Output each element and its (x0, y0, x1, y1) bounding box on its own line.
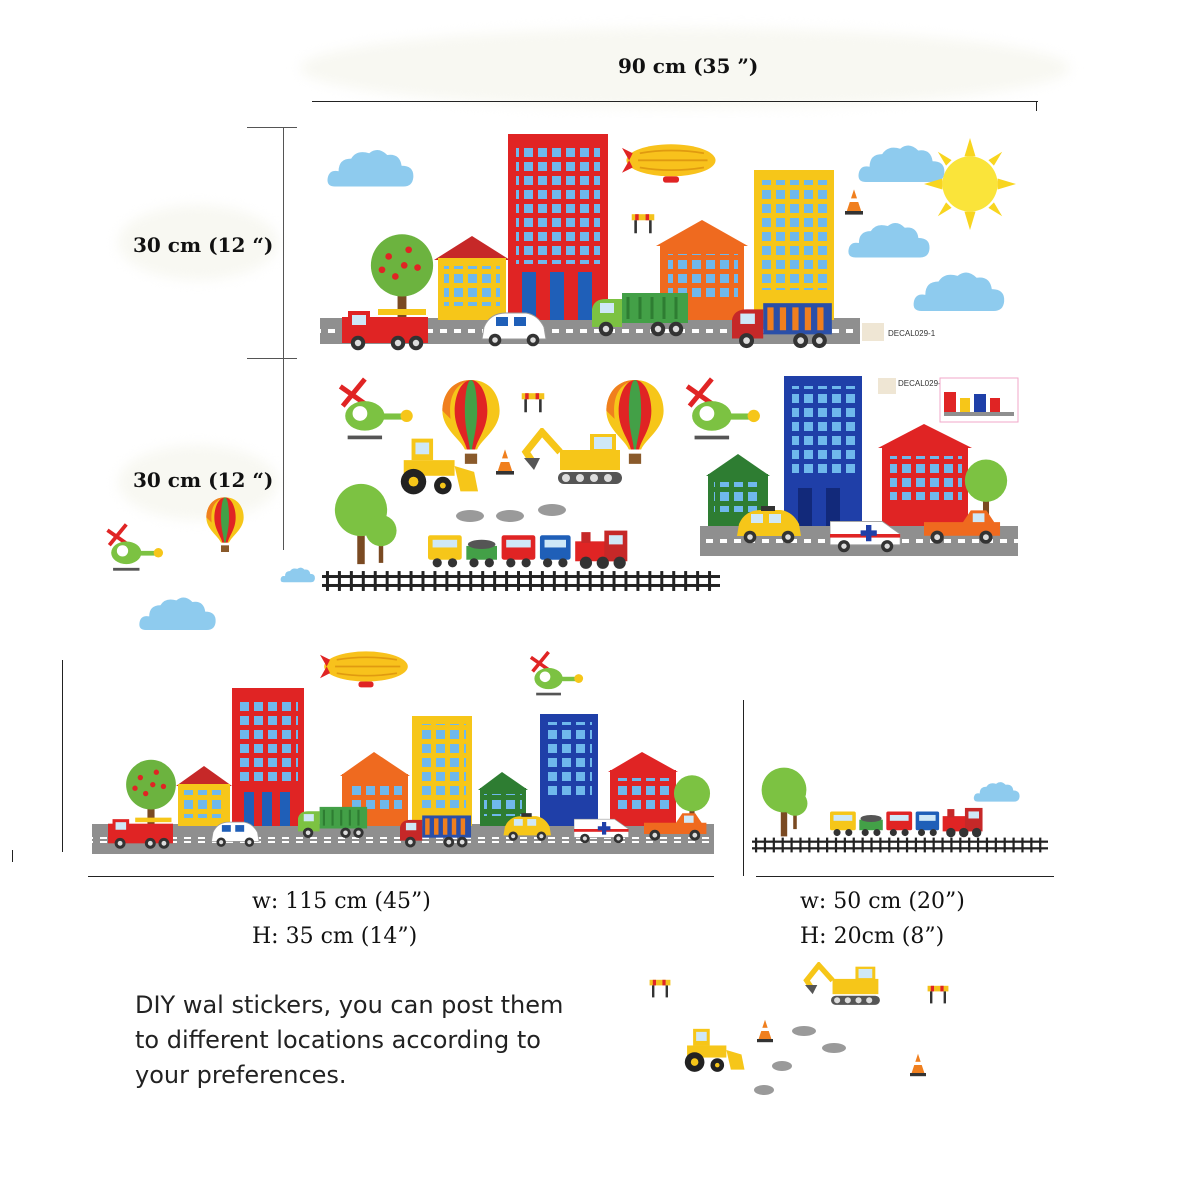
train-icon (830, 807, 983, 838)
product-description: DIY wal stickers, you can post them to d… (135, 991, 564, 1089)
tree-icon (761, 767, 807, 837)
small-scene-height: H: 20cm (8”) (800, 924, 945, 949)
height-tick-top (247, 127, 297, 128)
excavator-icon (524, 432, 622, 484)
tree-icon (782, 790, 808, 830)
airship-icon (622, 143, 717, 184)
cloud-icon (913, 272, 1005, 311)
bulldozer-icon (684, 1028, 745, 1072)
helicopter-icon (105, 522, 164, 573)
tree-icon (126, 759, 176, 837)
traffic-cone-icon (845, 189, 863, 215)
edge-mark (12, 850, 13, 862)
sheet2-height-label: 30 cm (12 “) (133, 468, 274, 492)
cloud-icon (327, 150, 414, 187)
small-scene-width-line (756, 876, 1054, 877)
hot-air-balloon-icon (442, 380, 500, 464)
cloud-icon (848, 223, 930, 258)
traffic-cone-icon (757, 1019, 773, 1043)
small-scene-width: w: 50 cm (20”) (800, 889, 965, 914)
width-label-backdrop (300, 28, 1070, 108)
height-label-backdrop (118, 445, 278, 520)
house-icon (434, 236, 510, 320)
house-icon (878, 424, 972, 526)
taxi-icon (503, 813, 551, 841)
traffic-cone-icon (496, 449, 514, 475)
large-scene-width: w: 115 cm (45”) (252, 889, 431, 914)
tree-icon (673, 775, 711, 831)
house-icon (754, 170, 834, 320)
pickup-truck-icon (644, 813, 706, 840)
road-barrier-icon (631, 214, 655, 234)
large-scene-height: H: 35 cm (14”) (252, 924, 418, 949)
small-scene-height-line (743, 700, 744, 876)
small-scene-illustration (752, 767, 1048, 853)
cloud-icon (858, 145, 945, 182)
top-width-line (312, 101, 1038, 102)
dump-truck-icon (400, 815, 471, 847)
height-tick-middle (247, 358, 297, 359)
tree-icon (365, 515, 397, 563)
fire-truck-icon (108, 818, 173, 849)
excavator-icon (805, 965, 880, 1005)
height-line (283, 127, 284, 550)
traffic-cone-icon (910, 1053, 926, 1077)
sun-icon (924, 138, 1016, 230)
sheet1-code: DECAL029-1 (888, 329, 936, 338)
loose-stickers (649, 965, 949, 1095)
top-width-tick (1036, 101, 1037, 111)
sheet2-code: DECAL029-2 (898, 379, 946, 388)
helicopter-icon (340, 379, 412, 439)
sticker-sheet-2: DECAL029-2 (312, 364, 1032, 606)
sheet1-height-label: 30 cm (12 “) (133, 233, 274, 257)
ambulance-icon (574, 819, 629, 843)
train-tracks (322, 571, 720, 591)
airship-icon (320, 650, 409, 689)
top-width-label: 90 cm (35 ”) (618, 54, 759, 78)
garbage-truck-icon (298, 807, 367, 838)
height-label-backdrop (118, 205, 278, 280)
helicopter-icon (529, 650, 584, 698)
cloud-icon (139, 597, 216, 630)
road-barrier-icon (927, 985, 949, 1004)
sticker-sheet-1: DECAL029-1 (312, 118, 1032, 358)
cloud-icon (973, 782, 1020, 802)
police-car-icon (211, 822, 259, 847)
road-barrier-icon (649, 979, 671, 998)
tree-icon (370, 234, 434, 330)
helicopter-icon (687, 379, 760, 439)
large-scene-illustration (92, 650, 714, 854)
cloud-icon (280, 567, 315, 583)
train-icon (428, 530, 628, 569)
train-tracks (752, 837, 1048, 853)
road (92, 824, 714, 854)
house-icon (508, 134, 608, 320)
road-barrier-icon (521, 393, 545, 413)
large-scene-height-line (62, 660, 63, 852)
large-scene-width-line (88, 876, 714, 877)
fire-truck-icon (342, 309, 428, 350)
house-icon (784, 376, 862, 526)
